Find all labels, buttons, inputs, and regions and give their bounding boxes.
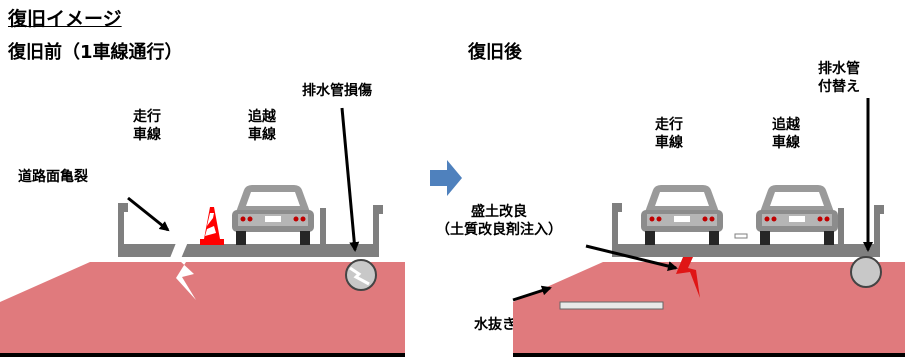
- after-ground-line: [513, 353, 905, 357]
- before-right-barrier: [373, 205, 383, 257]
- after-road-deck: [612, 244, 874, 257]
- before-left-barrier: [118, 203, 128, 257]
- transition-arrow-icon: [430, 160, 462, 196]
- after-pipe: [850, 256, 882, 288]
- after-right-barrier: [874, 205, 884, 257]
- crack-label: 道路面亀裂: [18, 169, 88, 185]
- embankment-line1: 盛土改良: [471, 204, 527, 220]
- after-heading: 復旧後: [468, 42, 522, 63]
- embankment-label: 盛土改良 （土質改良剤注入）: [436, 203, 562, 239]
- lane-marking: [734, 233, 748, 239]
- after-lane-travel-label: 走行 車線: [655, 116, 683, 152]
- before-lane-travel-line2: 車線: [133, 127, 161, 143]
- pipe-replace-line2: 付替え: [818, 79, 860, 95]
- before-lane-passing-label: 追越 車線: [248, 108, 276, 144]
- before-pipe: [345, 259, 377, 291]
- before-lane-travel-line1: 走行: [133, 109, 161, 125]
- drain-hole-pipe: [559, 301, 664, 310]
- drain-hole-arrow: [512, 285, 552, 302]
- before-heading: 復旧前（1車線通行）: [8, 42, 183, 63]
- pipe-crack: [349, 266, 370, 286]
- before-lane-travel-label: 走行 車線: [133, 108, 161, 144]
- before-embankment: [0, 262, 405, 355]
- after-left-barrier: [612, 203, 622, 257]
- after-lane-passing-line2: 車線: [772, 135, 800, 151]
- traffic-cone: [200, 207, 224, 245]
- before-lane-passing-line1: 追越: [248, 109, 276, 125]
- after-lane-passing-line1: 追越: [772, 117, 800, 133]
- pipe-replace-line1: 排水管: [818, 61, 860, 77]
- pipe-damage-arrow: [340, 107, 360, 252]
- after-lane-travel-line1: 走行: [655, 117, 683, 133]
- after-car-passing: [756, 185, 838, 245]
- crack-arrow: [127, 196, 170, 232]
- after-lane-passing-label: 追越 車線: [772, 116, 800, 152]
- embankment-arrow: [585, 244, 678, 271]
- after-embankment: [513, 262, 905, 355]
- before-lane-passing-line2: 車線: [248, 127, 276, 143]
- after-lane-travel-line2: 車線: [655, 135, 683, 151]
- after-car-travel: [641, 185, 723, 245]
- injection-mark: [676, 257, 700, 298]
- before-car: [232, 185, 314, 245]
- before-road-deck: [118, 244, 373, 257]
- after-mid-barrier: [838, 208, 844, 244]
- pipe-damage-label: 排水管損傷: [302, 83, 372, 99]
- embankment-line2: （土質改良剤注入）: [436, 222, 562, 238]
- pipe-replace-label: 排水管 付替え: [818, 60, 860, 96]
- before-mid-barrier: [320, 208, 326, 244]
- diagram-title: 復旧イメージ: [8, 8, 122, 30]
- before-ground-line: [0, 353, 405, 357]
- road-crack: [170, 238, 196, 300]
